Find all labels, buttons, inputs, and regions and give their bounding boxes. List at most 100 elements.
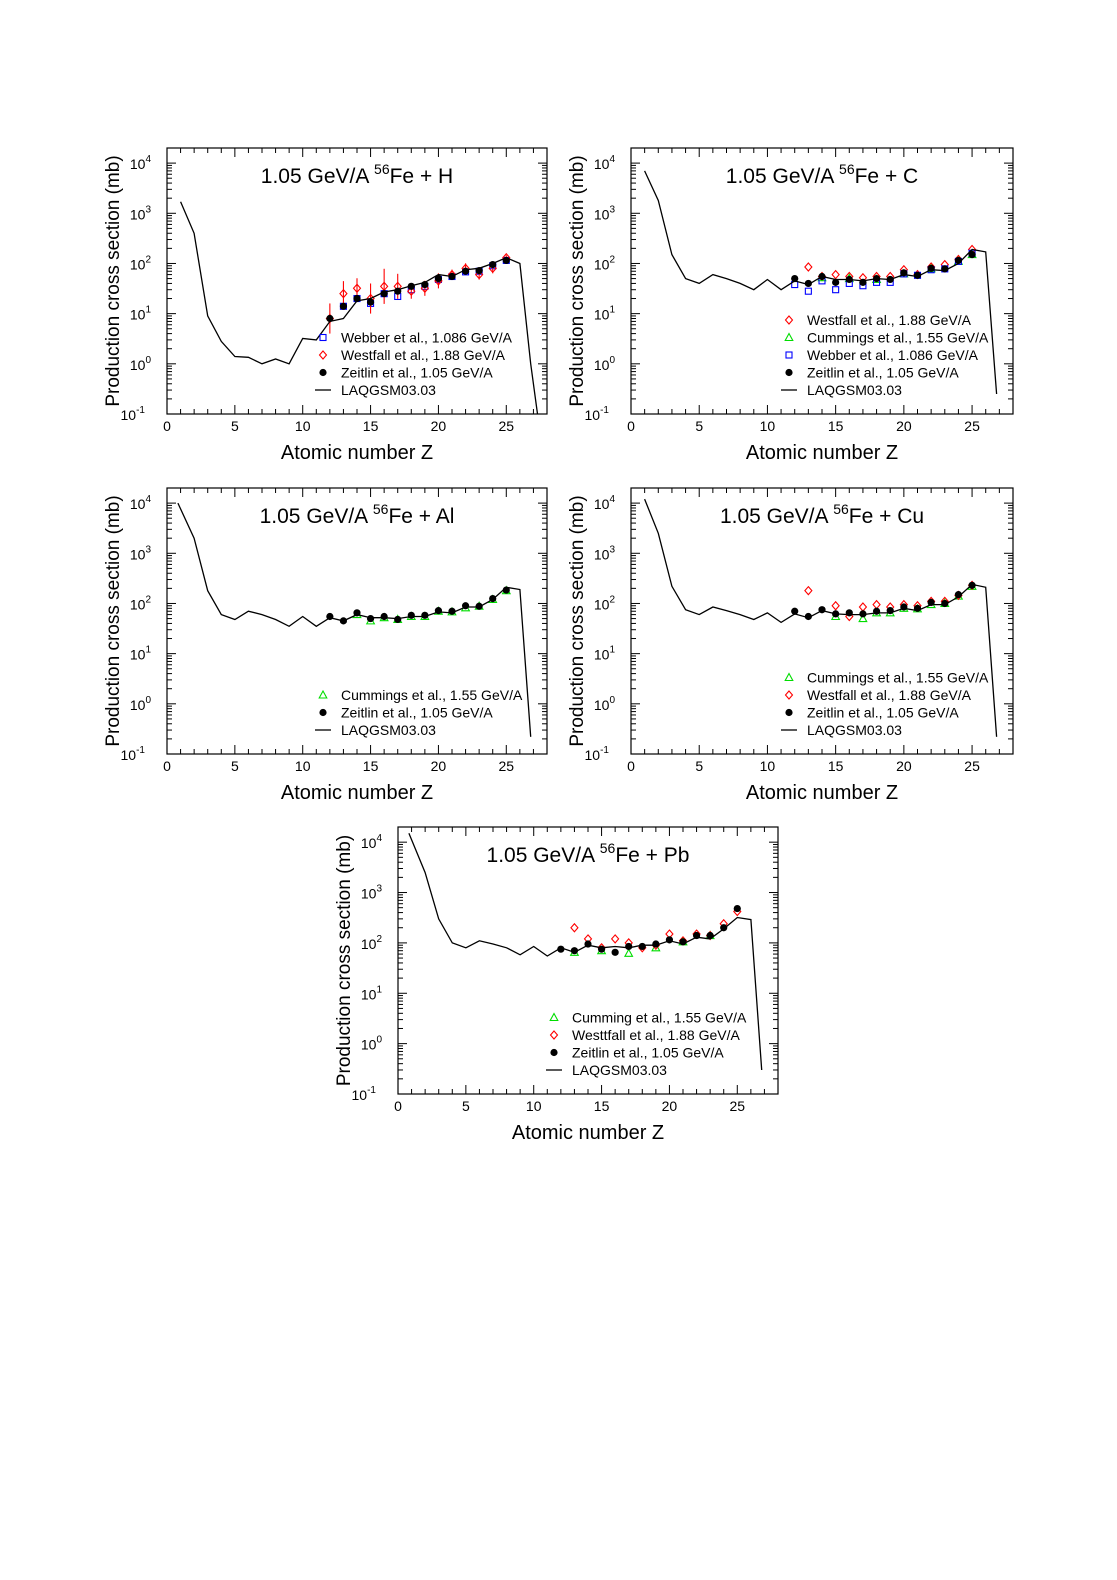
data-point xyxy=(804,585,813,596)
y-tick-label: 10-1 xyxy=(352,1085,377,1103)
x-tick-label: 10 xyxy=(295,418,311,434)
data-point xyxy=(366,298,375,306)
legend-label: LAQGSM03.03 xyxy=(341,722,436,738)
legend-label: Zeitlin et al., 1.05 GeV/A xyxy=(341,705,493,721)
data-point xyxy=(832,278,840,286)
legend-label: Westfall et al., 1.88 GeV/A xyxy=(807,312,972,328)
data-point xyxy=(832,286,840,294)
data-point xyxy=(791,274,799,283)
legend-marker xyxy=(318,350,328,360)
x-tick-label: 20 xyxy=(431,418,447,434)
x-tick-label: 10 xyxy=(760,418,776,434)
data-point xyxy=(623,948,634,957)
y-tick-label: 100 xyxy=(130,355,152,373)
data-point xyxy=(366,614,375,623)
x-axis-label: Atomic number Z xyxy=(746,782,898,804)
y-tick-label: 102 xyxy=(594,594,616,612)
y-tick-label: 103 xyxy=(594,204,616,222)
series-line-laqgsm xyxy=(643,498,998,737)
series-line-laqgsm xyxy=(408,833,763,1071)
data-point xyxy=(941,599,949,608)
legend-label: Cumming et al., 1.55 GeV/A xyxy=(572,1010,747,1026)
y-tick-label: 104 xyxy=(361,833,383,851)
x-tick-label: 5 xyxy=(462,1098,470,1114)
data-point xyxy=(804,279,812,288)
x-tick-label: 25 xyxy=(729,1098,745,1114)
y-tick-label: 102 xyxy=(361,934,383,952)
chart-title: 1.05 GeV/A 56Fe + H xyxy=(261,161,453,188)
data-area xyxy=(177,502,532,737)
x-tick-label: 25 xyxy=(498,418,514,434)
legend-marker xyxy=(785,708,793,717)
data-point xyxy=(407,286,416,297)
legend-label: Westfall et al., 1.88 GeV/A xyxy=(807,687,972,703)
y-tick-label: 103 xyxy=(130,544,152,562)
legend-label: Zeitlin et al., 1.05 GeV/A xyxy=(807,705,959,721)
data-point xyxy=(872,599,881,610)
legend-label: Zeitlin et al., 1.05 GeV/A xyxy=(807,365,959,381)
data-point xyxy=(611,948,619,956)
series-line-laqgsm xyxy=(180,201,539,414)
y-axis-label: Production cross section (mb) xyxy=(567,495,588,746)
y-tick-label: 10-1 xyxy=(585,745,610,763)
legend-label: Webber et al., 1.086 GeV/A xyxy=(807,347,979,363)
y-axis-label: Production cross section (mb) xyxy=(567,155,588,406)
legend: Westfall et al., 1.88 GeV/A Cummings et a… xyxy=(781,312,989,398)
x-axis-label: Atomic number Z xyxy=(281,442,433,464)
x-tick-label: 5 xyxy=(695,418,703,434)
y-tick-label: 103 xyxy=(361,884,383,902)
y-tick-label: 101 xyxy=(594,305,616,323)
data-point xyxy=(913,271,922,279)
data-point xyxy=(858,613,868,623)
data-point xyxy=(791,607,799,615)
series-line-laqgsm xyxy=(644,170,998,395)
legend-label: Zeitlin et al., 1.05 GeV/A xyxy=(341,365,493,381)
y-tick-label: 101 xyxy=(130,645,152,663)
legend-marker xyxy=(785,368,793,377)
y-tick-label: 101 xyxy=(594,645,616,663)
x-tick-label: 0 xyxy=(627,418,635,434)
data-point xyxy=(380,612,388,621)
data-point xyxy=(557,945,565,953)
chart-title: 1.05 GeV/A 56Fe + Cu xyxy=(720,501,924,528)
x-tick-label: 25 xyxy=(964,758,980,774)
x-tick-label: 0 xyxy=(163,758,171,774)
legend-marker xyxy=(319,368,327,377)
y-tick-label: 103 xyxy=(130,204,152,222)
x-tick-label: 20 xyxy=(896,758,912,774)
data-point xyxy=(394,615,402,624)
x-tick-label: 5 xyxy=(695,758,703,774)
data-point xyxy=(831,269,840,280)
data-point xyxy=(339,302,348,310)
x-tick-label: 5 xyxy=(231,758,239,774)
y-tick-label: 10-1 xyxy=(585,405,610,423)
legend-marker xyxy=(549,1012,559,1022)
y-tick-label: 10-1 xyxy=(121,405,146,423)
y-tick-label: 100 xyxy=(594,695,616,713)
y-tick-label: 104 xyxy=(130,494,152,512)
data-area xyxy=(408,833,763,1071)
data-point xyxy=(665,936,674,944)
data-point xyxy=(352,283,362,294)
legend-label: Westtfall et al., 1.88 GeV/A xyxy=(572,1027,740,1043)
x-tick-label: 5 xyxy=(231,418,239,434)
legend-label: LAQGSM03.03 xyxy=(807,382,902,398)
data-point xyxy=(610,934,620,944)
legend-label: LAQGSM03.03 xyxy=(341,382,436,398)
data-point xyxy=(339,288,348,299)
legend-label: Cummings et al., 1.55 GeV/A xyxy=(807,330,989,346)
x-tick-label: 10 xyxy=(295,758,311,774)
x-tick-label: 0 xyxy=(163,418,171,434)
x-tick-label: 20 xyxy=(896,418,912,434)
x-tick-label: 20 xyxy=(431,758,447,774)
y-tick-label: 101 xyxy=(361,984,383,1002)
y-tick-label: 104 xyxy=(594,494,616,512)
y-tick-label: 100 xyxy=(361,1035,383,1053)
